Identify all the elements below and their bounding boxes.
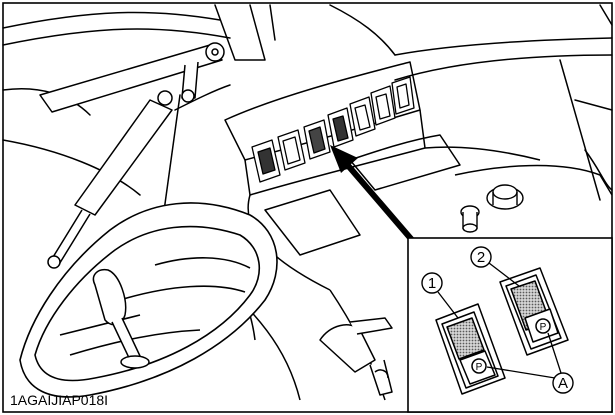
callout-2 <box>470 246 520 287</box>
console-switch-7 <box>391 76 415 115</box>
console-switch-4 <box>327 107 354 148</box>
console-switch-row <box>251 76 415 183</box>
inset-switch-1 <box>435 303 506 395</box>
callout-1 <box>421 272 459 319</box>
console-switch-2 <box>277 129 306 171</box>
detail-inset: P P 1 2 A <box>407 237 613 413</box>
callout-a <box>486 332 574 394</box>
console-switch-1 <box>251 139 281 183</box>
park-mark-1: P <box>476 362 483 373</box>
grab-handle <box>39 42 225 113</box>
callout-2-label: 2 <box>477 249 485 266</box>
armrest-console <box>19 202 278 398</box>
console-switch-6 <box>370 85 396 126</box>
console-switch-3 <box>303 119 331 160</box>
pointer-arrow <box>330 145 415 242</box>
park-indicator-2 <box>535 318 551 334</box>
lower-levers <box>319 317 393 396</box>
console-switch-5 <box>349 96 376 137</box>
callout-a-label: A <box>558 375 568 392</box>
console-knobs <box>460 184 524 233</box>
park-mark-2: P <box>540 322 547 333</box>
gear-lever <box>92 268 150 369</box>
callout-1-label: 1 <box>428 275 436 292</box>
inset-switch-2 <box>499 267 569 356</box>
figure-id: 1AGAIJIAP018I <box>10 392 108 408</box>
gas-strut <box>47 90 173 269</box>
park-indicator-1 <box>471 358 487 374</box>
